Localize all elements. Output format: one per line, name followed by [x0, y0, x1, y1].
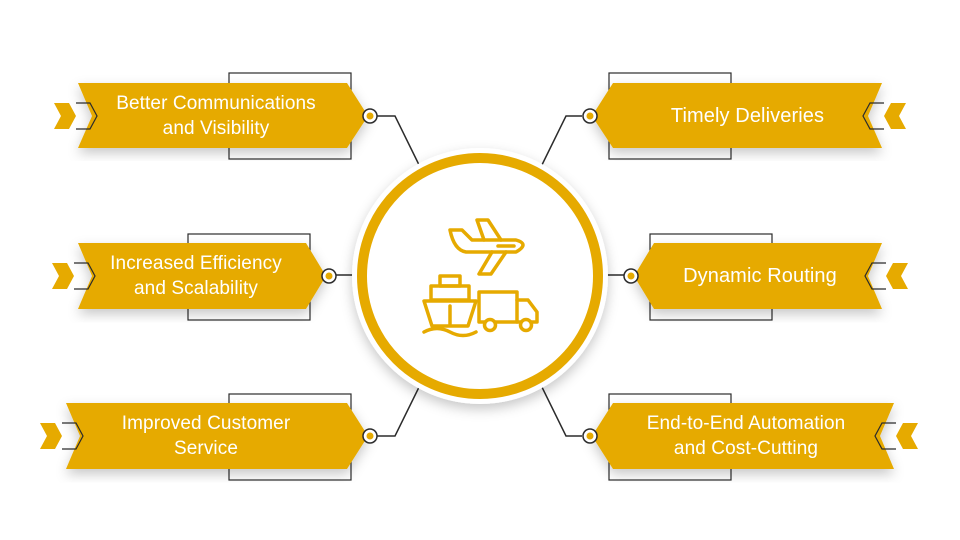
benefit-label-line1: End-to-End Automation [646, 413, 846, 434]
airplane-icon [448, 218, 525, 276]
center-hub [352, 148, 608, 404]
chevron-outline-icon [862, 102, 884, 130]
benefit-card-3 [40, 393, 378, 481]
chevron-outline-icon [74, 262, 96, 290]
chevron-outline-icon [864, 262, 886, 290]
benefit-label-line2: Service [173, 438, 239, 459]
benefit-card-1 [54, 72, 378, 160]
benefit-label-6: End-to-End Automation and Cost-Cutting [620, 408, 872, 464]
label-ribbon [78, 83, 368, 148]
benefit-card-2 [52, 233, 337, 321]
benefit-label-line1: Improved Customer [121, 413, 291, 434]
truck-icon [477, 290, 539, 333]
chevron-icon [52, 263, 74, 289]
connector-line-4 [536, 115, 582, 176]
chevron-outline-icon [874, 422, 896, 450]
label-ribbon [66, 403, 368, 469]
benefit-card-6 [582, 393, 918, 481]
chevron-icon [896, 423, 918, 449]
connector-line-3 [377, 376, 425, 437]
benefit-label-4: Timely Deliveries [625, 88, 870, 144]
chevron-icon [54, 103, 76, 129]
connector-lines [336, 115, 624, 437]
benefit-label-1: Better Communications and Visibility [100, 88, 332, 144]
chevron-icon [884, 103, 906, 129]
connector-line-6 [536, 376, 582, 437]
benefit-label-line1: Dynamic Routing [683, 264, 837, 287]
chevron-icon [40, 423, 62, 449]
benefit-label-line2: and Cost-Cutting [673, 438, 819, 459]
label-ribbon [592, 403, 894, 469]
ship-icon [422, 274, 478, 338]
benefit-label-line2: and Visibility [162, 118, 270, 139]
benefit-label-5: Dynamic Routing [655, 248, 865, 304]
chevron-icon [886, 263, 908, 289]
benefit-label-line1: Better Communications [116, 93, 316, 114]
benefit-label-2: Increased Efficiency and Scalability [98, 248, 294, 304]
label-ribbon [592, 83, 882, 148]
benefit-label-line1: Timely Deliveries [670, 104, 825, 127]
benefit-card-5 [623, 233, 908, 321]
benefit-card-4 [582, 72, 906, 160]
label-ribbon [78, 243, 326, 309]
chevron-outline-icon [76, 102, 98, 130]
center-ring [357, 153, 603, 399]
benefit-label-line2: and Scalability [133, 278, 259, 299]
connector-line-1 [377, 115, 425, 176]
benefit-label-line1: Increased Efficiency [110, 253, 282, 274]
label-ribbon [634, 243, 882, 309]
chevron-outline-icon [62, 422, 84, 450]
